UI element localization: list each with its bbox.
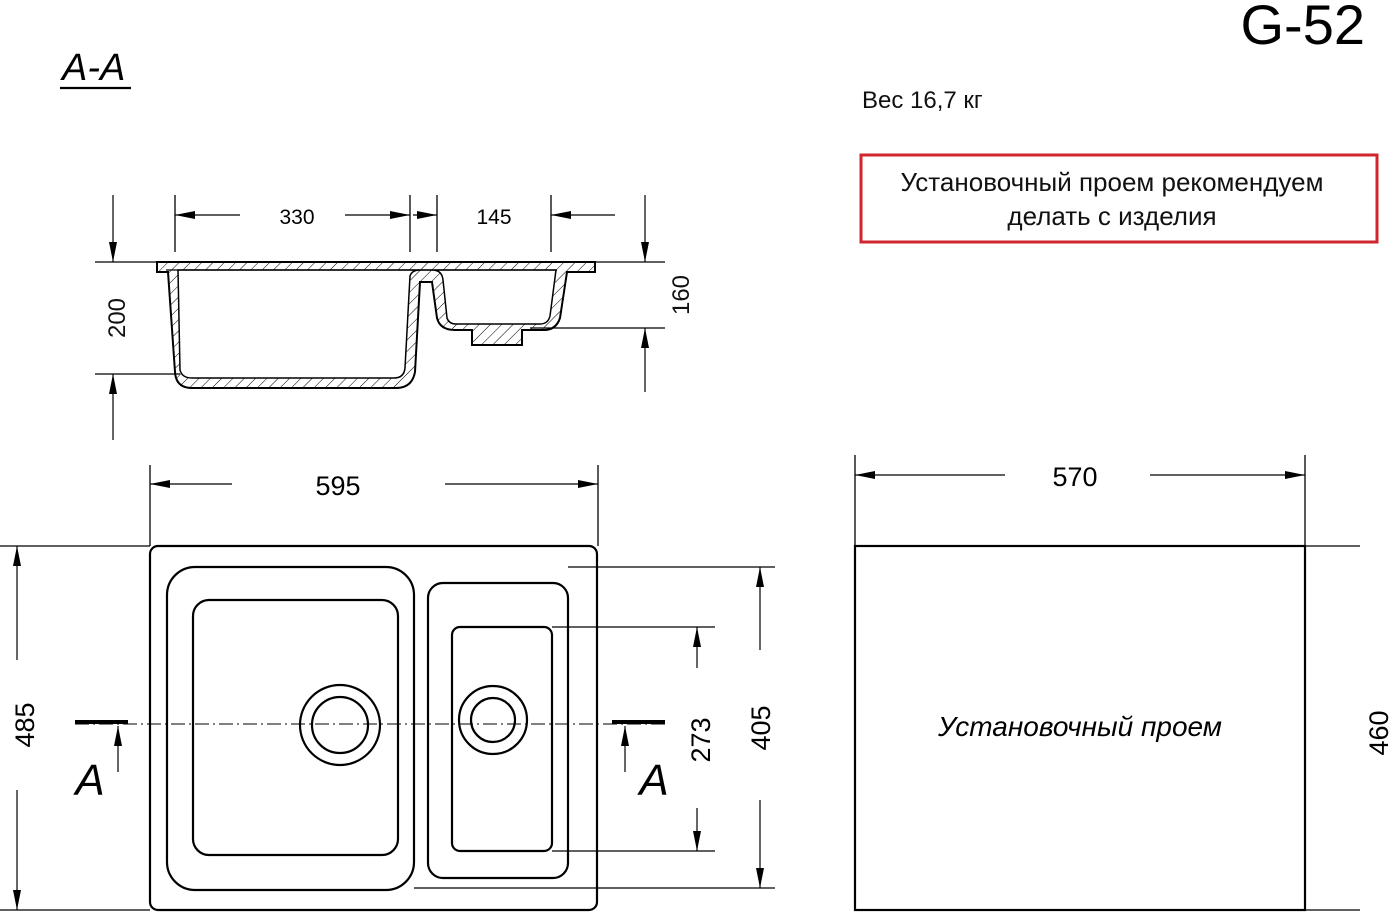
dim-273: 273 [686, 717, 716, 762]
dim-405: 405 [746, 705, 776, 750]
cut-mark-left: A [72, 756, 104, 805]
weight-text: Вес 16,7 кг [862, 87, 983, 114]
cutout-label: Установочный проем [937, 711, 1222, 742]
dim-485: 485 [10, 702, 40, 747]
dim-460: 460 [1364, 710, 1394, 755]
plan-view: A A 595 485 405 273 [0, 465, 776, 912]
large-bowl [165, 565, 416, 892]
note-line-2: делать с изделия [1007, 201, 1216, 231]
small-bowl [426, 581, 570, 880]
model-title: G-52 [1241, 0, 1366, 56]
dim-330: 330 [279, 206, 314, 229]
cutout-rect [853, 544, 1307, 912]
cutout-view: Установочный проем 570 460 [853, 455, 1394, 912]
section-label: A-A [60, 47, 125, 89]
dim-595: 595 [315, 471, 360, 501]
installation-note: Установочный проем рекомендуем делать с … [859, 153, 1379, 244]
small-drain [457, 684, 529, 756]
dim-160: 160 [668, 275, 695, 315]
note-line-1: Установочный проем рекомендуем [901, 167, 1324, 197]
dim-200: 200 [104, 298, 131, 338]
cut-mark-right: A [636, 756, 668, 805]
dim-570: 570 [1052, 462, 1097, 492]
dim-145: 145 [476, 206, 511, 229]
large-drain [298, 683, 382, 767]
section-view: 330 145 200 160 [95, 195, 695, 440]
